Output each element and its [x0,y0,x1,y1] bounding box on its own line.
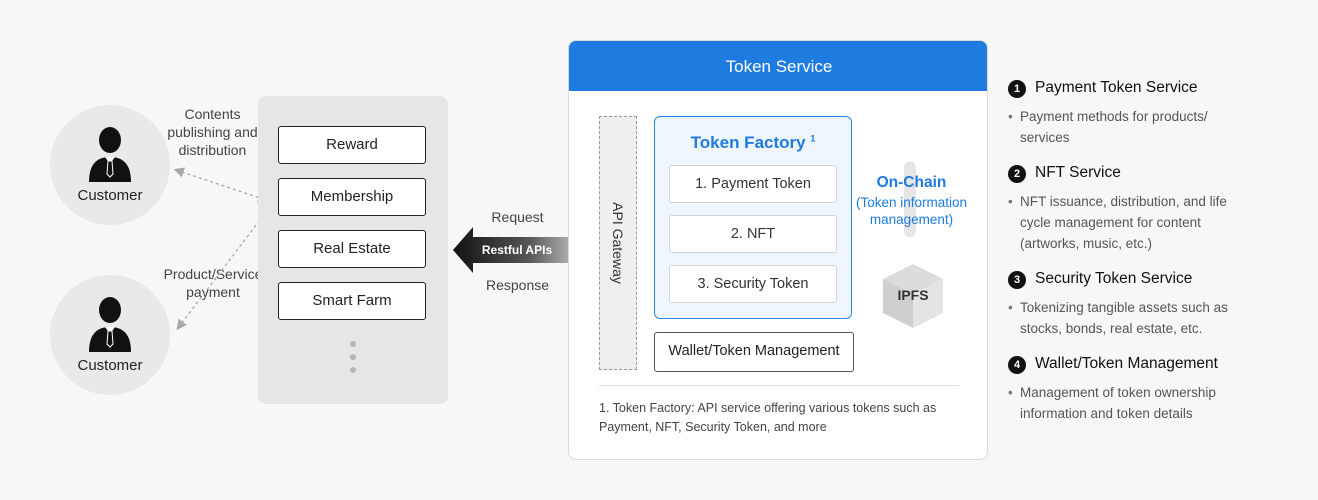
token-nft: 2. NFT [669,215,837,253]
response-label: Response [485,277,550,293]
legend-title: Security Token Service [1035,270,1193,287]
legend-title: Wallet/Token Management [1035,355,1218,372]
token-payment: 1. Payment Token [669,165,837,203]
ipfs-label: IPFS [897,287,929,303]
on-chain-title: On-Chain [876,174,947,191]
customer-label: Customer [77,187,143,204]
request-label: Request [491,209,544,225]
legend-description: Tokenizing tangible assets such as stock… [1008,297,1240,339]
footnote-divider [599,385,959,386]
number-badge: 2 [1008,165,1026,183]
legend-description: Payment methods for products/ services [1008,106,1230,148]
token-service-card: Token Service API Gateway Token Factory … [568,40,988,460]
service-membership: Membership [278,178,426,216]
ellipsis-dot [350,341,356,347]
ellipsis-dot [350,367,356,373]
legend-title: NFT Service [1035,164,1121,181]
api-gateway-label: API Gateway [610,202,626,284]
service-real-estate: Real Estate [278,230,426,268]
footnote: 1. Token Factory: API service offering v… [599,401,937,434]
wallet-token-management: Wallet/Token Management [654,332,854,372]
person-icon [89,127,131,182]
flow-connectors [173,167,269,331]
token-factory: Token Factory 1 1. Payment Token 2. NFT … [654,116,852,319]
on-chain-cross-icon [904,161,916,237]
token-service-title: Token Service [569,41,987,91]
service-smart-farm: Smart Farm [278,282,426,320]
customer-label: Customer [77,357,143,374]
service-reward: Reward [278,126,426,164]
restful-api-label: Restful APIs [481,243,553,257]
number-badge: 1 [1008,80,1026,98]
legend-title: Payment Token Service [1035,79,1198,96]
api-gateway: API Gateway [599,116,637,370]
legend-description: Management of token ownership informatio… [1008,382,1240,424]
legend-description: NFT issuance, distribution, and life cyc… [1008,191,1240,254]
number-badge: 4 [1008,356,1026,374]
contents-flow-label: Contents publishing and distribution [167,106,258,158]
restful-api-arrow [453,227,589,273]
customer-bottom: Customer [50,275,170,395]
person-icon [89,297,131,352]
number-badge: 3 [1008,271,1026,289]
token-security: 3. Security Token [669,265,837,303]
customer-top: Customer [50,105,170,225]
token-factory-title: Token Factory 1 [690,133,816,152]
ipfs-cube-icon [883,264,943,328]
ellipsis-dot [350,354,356,360]
on-chain-subtitle: (Token information management) [855,195,968,227]
